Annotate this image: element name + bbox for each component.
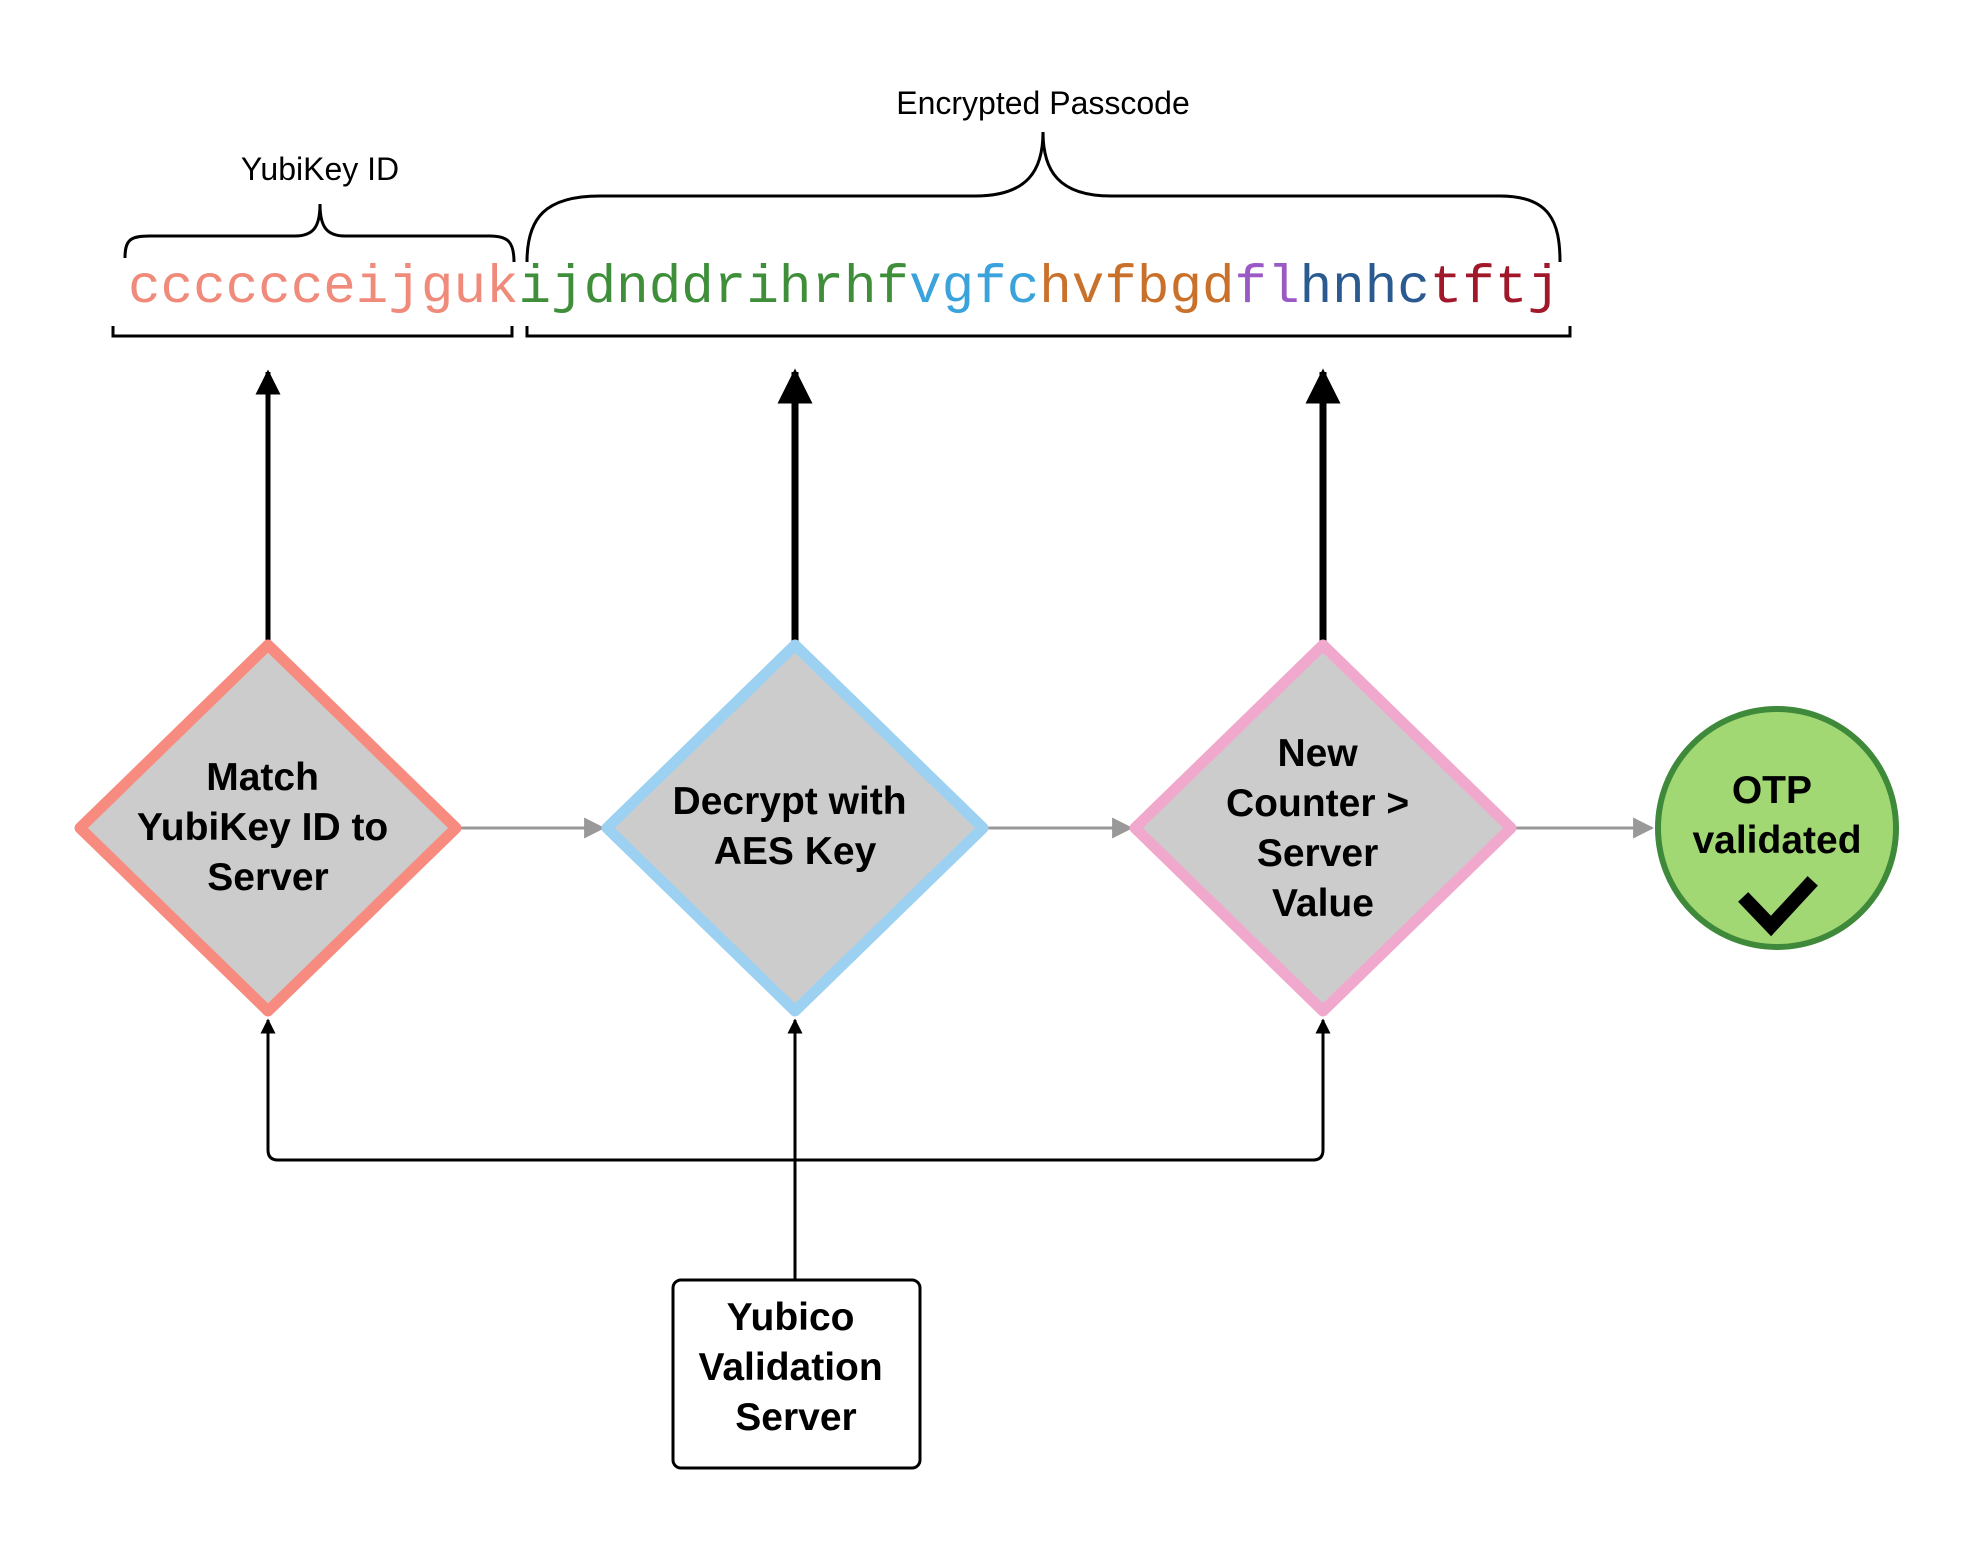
counter-label: New Counter > Server Value <box>1226 732 1420 925</box>
match-yubikey-id-decision: Match YubiKey ID to Server <box>74 639 462 1017</box>
otp-string: cccccceijgukijdnddrihrhfvgfchvfbgdflhnhc… <box>128 258 1560 319</box>
match-diamond-shape <box>74 639 462 1017</box>
decrypt-aes-decision: Decrypt with AES Key <box>601 639 989 1017</box>
yubikey-id-bracket <box>111 326 514 338</box>
yubikey-id-brace <box>123 203 516 263</box>
counter-diamond-shape <box>1129 639 1517 1017</box>
encrypted-passcode-brace <box>525 131 1562 263</box>
encrypted-passcode-label: Encrypted Passcode <box>896 85 1190 121</box>
otp-segment-3: hvfbgd <box>1039 258 1234 319</box>
checkmark-icon <box>1738 876 1818 937</box>
otp-segment-5: hnhc <box>1300 258 1430 319</box>
otp-validated-label: OTP validated <box>1692 769 1861 862</box>
match-label: Match YubiKey ID to Server <box>137 756 399 899</box>
server-label: Yubico Validation Server <box>698 1296 893 1439</box>
yubico-validation-server: Yubico Validation Server <box>671 1278 922 1470</box>
otp-validated-node: OTP validated <box>1655 706 1899 950</box>
otp-segment-0: cccccceijguk <box>128 258 519 319</box>
decrypt-label: Decrypt with AES Key <box>673 780 918 873</box>
otp-segment-1: ijdnddrihrhf <box>519 258 910 319</box>
otp-segment-6: tftj <box>1430 258 1560 319</box>
server-box <box>671 1278 922 1470</box>
encrypted-passcode-bracket <box>525 326 1572 338</box>
yubikey-id-label: YubiKey ID <box>241 151 399 187</box>
decrypt-diamond-shape <box>601 639 989 1017</box>
otp-segment-4: fl <box>1235 258 1300 319</box>
otp-segment-2: vgfc <box>909 258 1039 319</box>
otp-validated-circle <box>1655 706 1899 950</box>
counter-check-decision: New Counter > Server Value <box>1129 639 1517 1017</box>
